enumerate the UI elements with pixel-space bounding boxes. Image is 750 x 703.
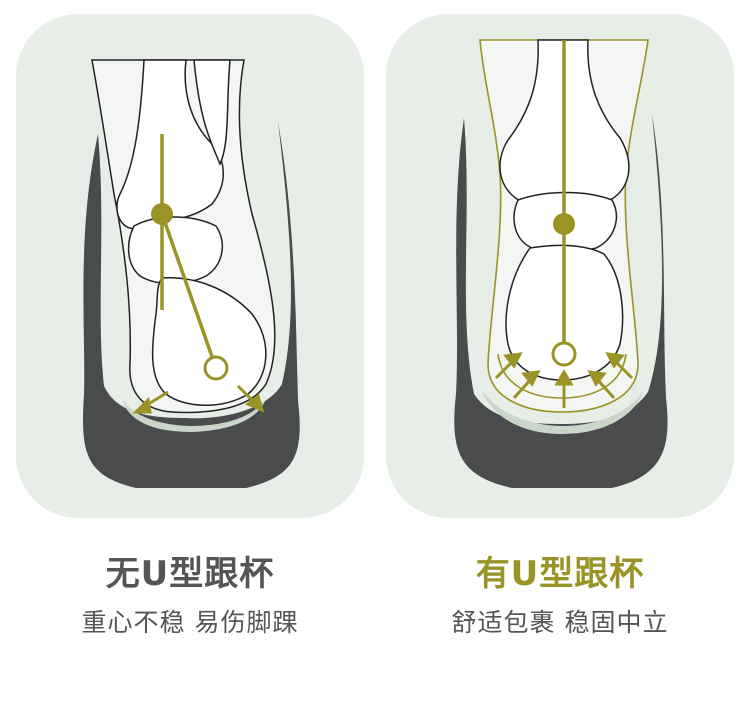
right-subtitle: 舒适包裹 稳固中立 bbox=[451, 608, 669, 637]
left-title: 无U型跟杯 bbox=[105, 554, 275, 594]
heel-point-circle bbox=[551, 341, 577, 367]
inner-sole bbox=[482, 390, 644, 434]
center-of-gravity-dot bbox=[553, 213, 575, 235]
calcaneus-bone bbox=[151, 277, 267, 406]
heel-without-u-cup-illustration bbox=[16, 14, 364, 518]
comparison-panel-without-cup bbox=[16, 14, 364, 518]
left-subtitle: 重心不稳 易伤脚踝 bbox=[81, 608, 299, 637]
u-cup-inner-line bbox=[497, 353, 627, 399]
fibula-bone bbox=[193, 59, 231, 166]
shoe-heel-shape bbox=[82, 122, 300, 488]
heel-point-circle bbox=[203, 355, 229, 381]
shoe-heel-shape bbox=[454, 114, 668, 488]
heel-with-u-cup-illustration bbox=[386, 14, 734, 518]
center-of-gravity-dot bbox=[151, 203, 173, 225]
comparison-panel-with-cup bbox=[386, 14, 734, 518]
support-force-arrows bbox=[494, 352, 634, 408]
tilted-axis-line bbox=[160, 213, 218, 369]
right-title: 有U型跟杯 bbox=[475, 554, 645, 594]
unstable-force-arrows bbox=[132, 384, 265, 414]
inner-sole bbox=[122, 398, 266, 432]
